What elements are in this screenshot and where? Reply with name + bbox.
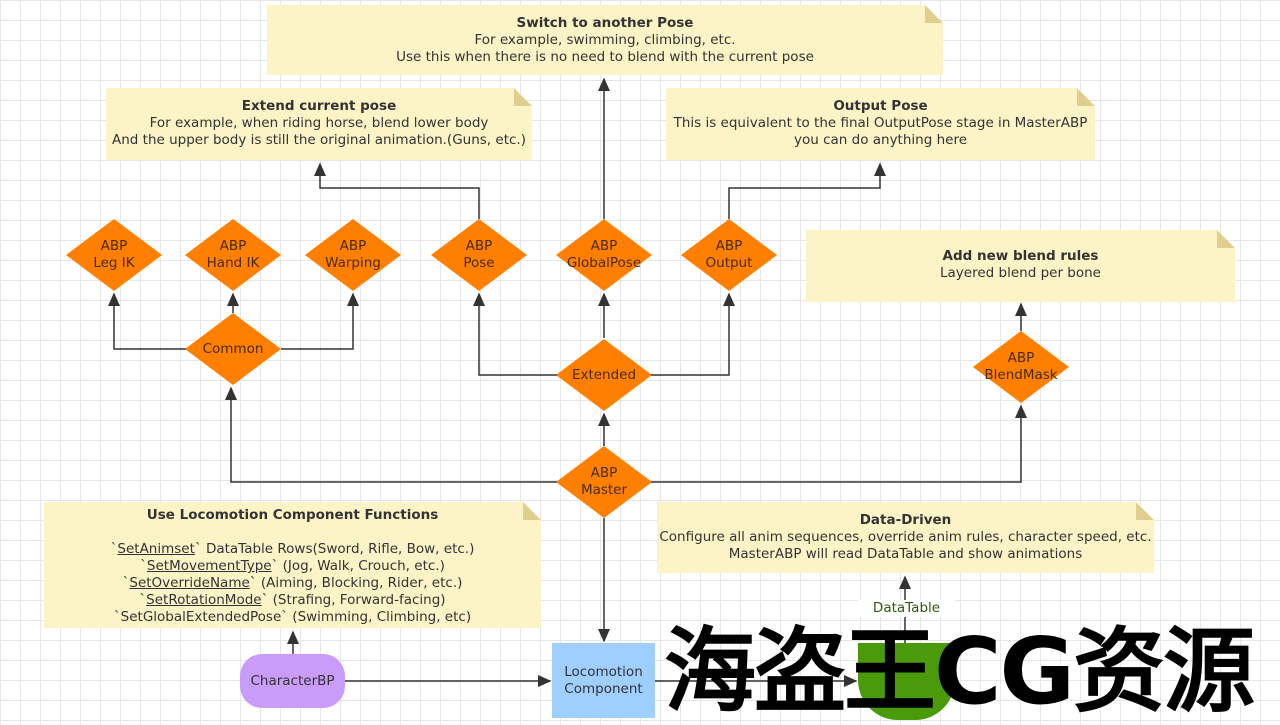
note-extend-pose: Extend current pose For example, when ri…	[106, 88, 532, 160]
note-output-pose: Output Pose This is equivalent to the fi…	[666, 88, 1095, 160]
note-switch-pose: Switch to another Pose For example, swim…	[267, 5, 943, 75]
node-extended[interactable]: Extended	[556, 339, 652, 411]
fn-line: `SetMovementType` (Jog, Walk, Crouch, et…	[140, 558, 445, 574]
fn-line: `SetGlobalExtendedPose` (Swimming, Climb…	[113, 609, 472, 625]
node-common[interactable]: Common	[185, 313, 281, 385]
note-blend-rules: Add new blend rules Layered blend per bo…	[806, 230, 1235, 302]
edge-pose-note	[314, 162, 480, 219]
edge-extended-pose	[473, 292, 557, 376]
edge-common-warping	[281, 292, 359, 350]
note-data-driven: Data-Driven Configure all anim sequences…	[657, 502, 1154, 573]
edge-extended-output	[651, 292, 735, 376]
node-datatable-label: DataTable	[858, 600, 955, 617]
node-characterbp[interactable]: CharacterBP	[240, 654, 345, 708]
edge-common-legik	[108, 292, 186, 350]
edge-master-common	[225, 386, 557, 483]
fn-line: `SetRotationMode` (Strafing, Forward-fac…	[139, 592, 446, 608]
fn-line: `SetAnimset` DataTable Rows(Sword, Rifle…	[110, 541, 475, 557]
fn-line: `SetOverrideName` (Aiming, Blocking, Rid…	[122, 575, 463, 591]
edge-master-blendmask	[651, 404, 1027, 483]
note-locomotion-functions: Use Locomotion Component Functions `SetA…	[44, 502, 541, 628]
watermark: 海盗王CG资源	[664, 618, 1255, 725]
node-datatable[interactable]	[858, 643, 955, 720]
edge-output-note	[728, 162, 886, 219]
